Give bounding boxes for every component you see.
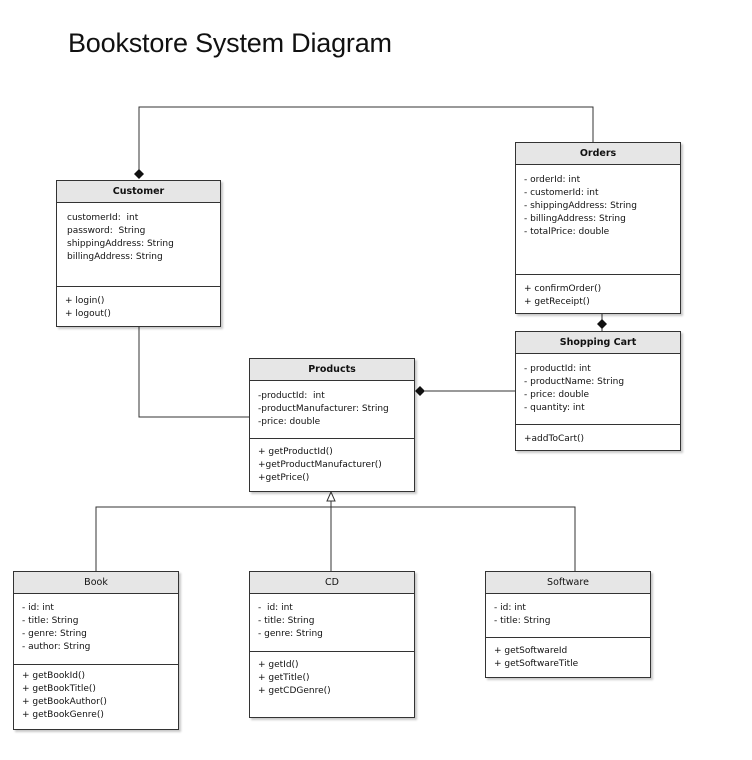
customer-class-name: Customer bbox=[57, 181, 220, 203]
customer-composition-diamond bbox=[134, 169, 144, 179]
software-methods: + getSoftwareId + getSoftwareTitle bbox=[486, 637, 650, 671]
cd-attributes: - id: int - title: String - genre: Strin… bbox=[250, 594, 414, 651]
products-attribute: -productManufacturer: String bbox=[258, 404, 389, 414]
shopping-cart-class-name: Shopping Cart bbox=[516, 332, 680, 354]
products-methods: + getProductId() +getProductManufacturer… bbox=[250, 438, 414, 485]
cd-attribute: - id: int bbox=[258, 603, 293, 613]
book-attribute: - id: int bbox=[22, 603, 54, 613]
customer-class[interactable]: Customer customerId: int password: Strin… bbox=[56, 180, 221, 327]
orders-method: + confirmOrder() bbox=[524, 284, 602, 294]
inheritance-arrowhead bbox=[326, 490, 336, 502]
cd-method: + getId() bbox=[258, 660, 299, 670]
customer-orders-connector bbox=[138, 106, 594, 170]
book-methods: + getBookId() + getBookTitle() + getBook… bbox=[14, 664, 178, 722]
book-method: + getBookTitle() bbox=[22, 684, 96, 694]
software-attribute: - id: int bbox=[494, 603, 526, 613]
software-class-name: Software bbox=[486, 572, 650, 594]
book-attribute: - genre: String bbox=[22, 629, 87, 639]
book-attribute: - author: String bbox=[22, 642, 91, 652]
software-method: + getSoftwareTitle bbox=[494, 659, 579, 669]
shopping-cart-attribute: - productId: int bbox=[524, 364, 591, 374]
customer-attribute: billingAddress: String bbox=[67, 252, 163, 262]
book-attributes: - id: int - title: String - genre: Strin… bbox=[14, 594, 178, 664]
book-class[interactable]: Book - id: int - title: String - genre: … bbox=[13, 571, 179, 730]
cd-class-name: CD bbox=[250, 572, 414, 594]
customer-attribute: customerId: int bbox=[67, 213, 139, 223]
products-method: +getPrice() bbox=[258, 473, 310, 483]
orders-attribute: - totalPrice: double bbox=[524, 227, 610, 237]
customer-attribute: shippingAddress: String bbox=[67, 239, 174, 249]
book-method: + getBookId() bbox=[22, 671, 85, 681]
orders-attribute: - billingAddress: String bbox=[524, 214, 626, 224]
products-class-name: Products bbox=[250, 359, 414, 381]
software-attribute: - title: String bbox=[494, 616, 551, 626]
diagram-title: Bookstore System Diagram bbox=[68, 28, 392, 58]
orders-attribute: - orderId: int bbox=[524, 175, 581, 185]
book-class-name: Book bbox=[14, 572, 178, 594]
customer-products-connector bbox=[138, 327, 249, 418]
book-method: + getBookAuthor() bbox=[22, 697, 107, 707]
orders-method: + getReceipt() bbox=[524, 297, 590, 307]
products-composition-diamond bbox=[415, 386, 425, 396]
orders-attribute: - shippingAddress: String bbox=[524, 201, 637, 211]
cd-attribute: - genre: String bbox=[258, 629, 323, 639]
products-method: +getProductManufacturer() bbox=[258, 460, 382, 470]
orders-methods: + confirmOrder() + getReceipt() bbox=[516, 274, 680, 309]
shopping-cart-attribute: - price: double bbox=[524, 390, 590, 400]
cd-class[interactable]: CD - id: int - title: String - genre: St… bbox=[249, 571, 415, 718]
shopping-cart-attribute: - quantity: int bbox=[524, 403, 585, 413]
orders-attributes: - orderId: int - customerId: int - shipp… bbox=[516, 165, 680, 274]
products-method: + getProductId() bbox=[258, 447, 333, 457]
cd-methods: + getId() + getTitle() + getCDGenre() bbox=[250, 651, 414, 698]
shopping-cart-attribute: - productName: String bbox=[524, 377, 625, 387]
shopping-cart-class[interactable]: Shopping Cart - productId: int - product… bbox=[515, 331, 681, 451]
shopping-cart-methods: +addToCart() bbox=[516, 424, 680, 446]
cd-method: + getCDGenre() bbox=[258, 686, 331, 696]
inheritance-branch bbox=[95, 506, 576, 571]
cd-method: + getTitle() bbox=[258, 673, 310, 683]
customer-method: + login() bbox=[65, 296, 105, 306]
orders-composition-diamond bbox=[597, 319, 607, 329]
products-attribute: -productId: int bbox=[258, 391, 325, 401]
book-attribute: - title: String bbox=[22, 616, 79, 626]
products-attribute: -price: double bbox=[258, 417, 321, 427]
software-class[interactable]: Software - id: int - title: String + get… bbox=[485, 571, 651, 678]
orders-class-name: Orders bbox=[516, 143, 680, 165]
products-class[interactable]: Products -productId: int -productManufac… bbox=[249, 358, 415, 492]
orders-attribute: - customerId: int bbox=[524, 188, 599, 198]
software-attributes: - id: int - title: String bbox=[486, 594, 650, 637]
customer-attribute: password: String bbox=[67, 226, 146, 236]
shopping-cart-method: +addToCart() bbox=[524, 434, 585, 444]
customer-attributes: customerId: int password: String shippin… bbox=[57, 203, 220, 286]
cd-attribute: - title: String bbox=[258, 616, 315, 626]
customer-method: + logout() bbox=[65, 309, 111, 319]
software-method: + getSoftwareId bbox=[494, 646, 568, 656]
shopping-cart-attributes: - productId: int - productName: String -… bbox=[516, 354, 680, 424]
customer-methods: + login() + logout() bbox=[57, 286, 220, 321]
orders-class[interactable]: Orders - orderId: int - customerId: int … bbox=[515, 142, 681, 314]
products-attributes: -productId: int -productManufacturer: St… bbox=[250, 381, 414, 438]
book-method: + getBookGenre() bbox=[22, 710, 104, 720]
